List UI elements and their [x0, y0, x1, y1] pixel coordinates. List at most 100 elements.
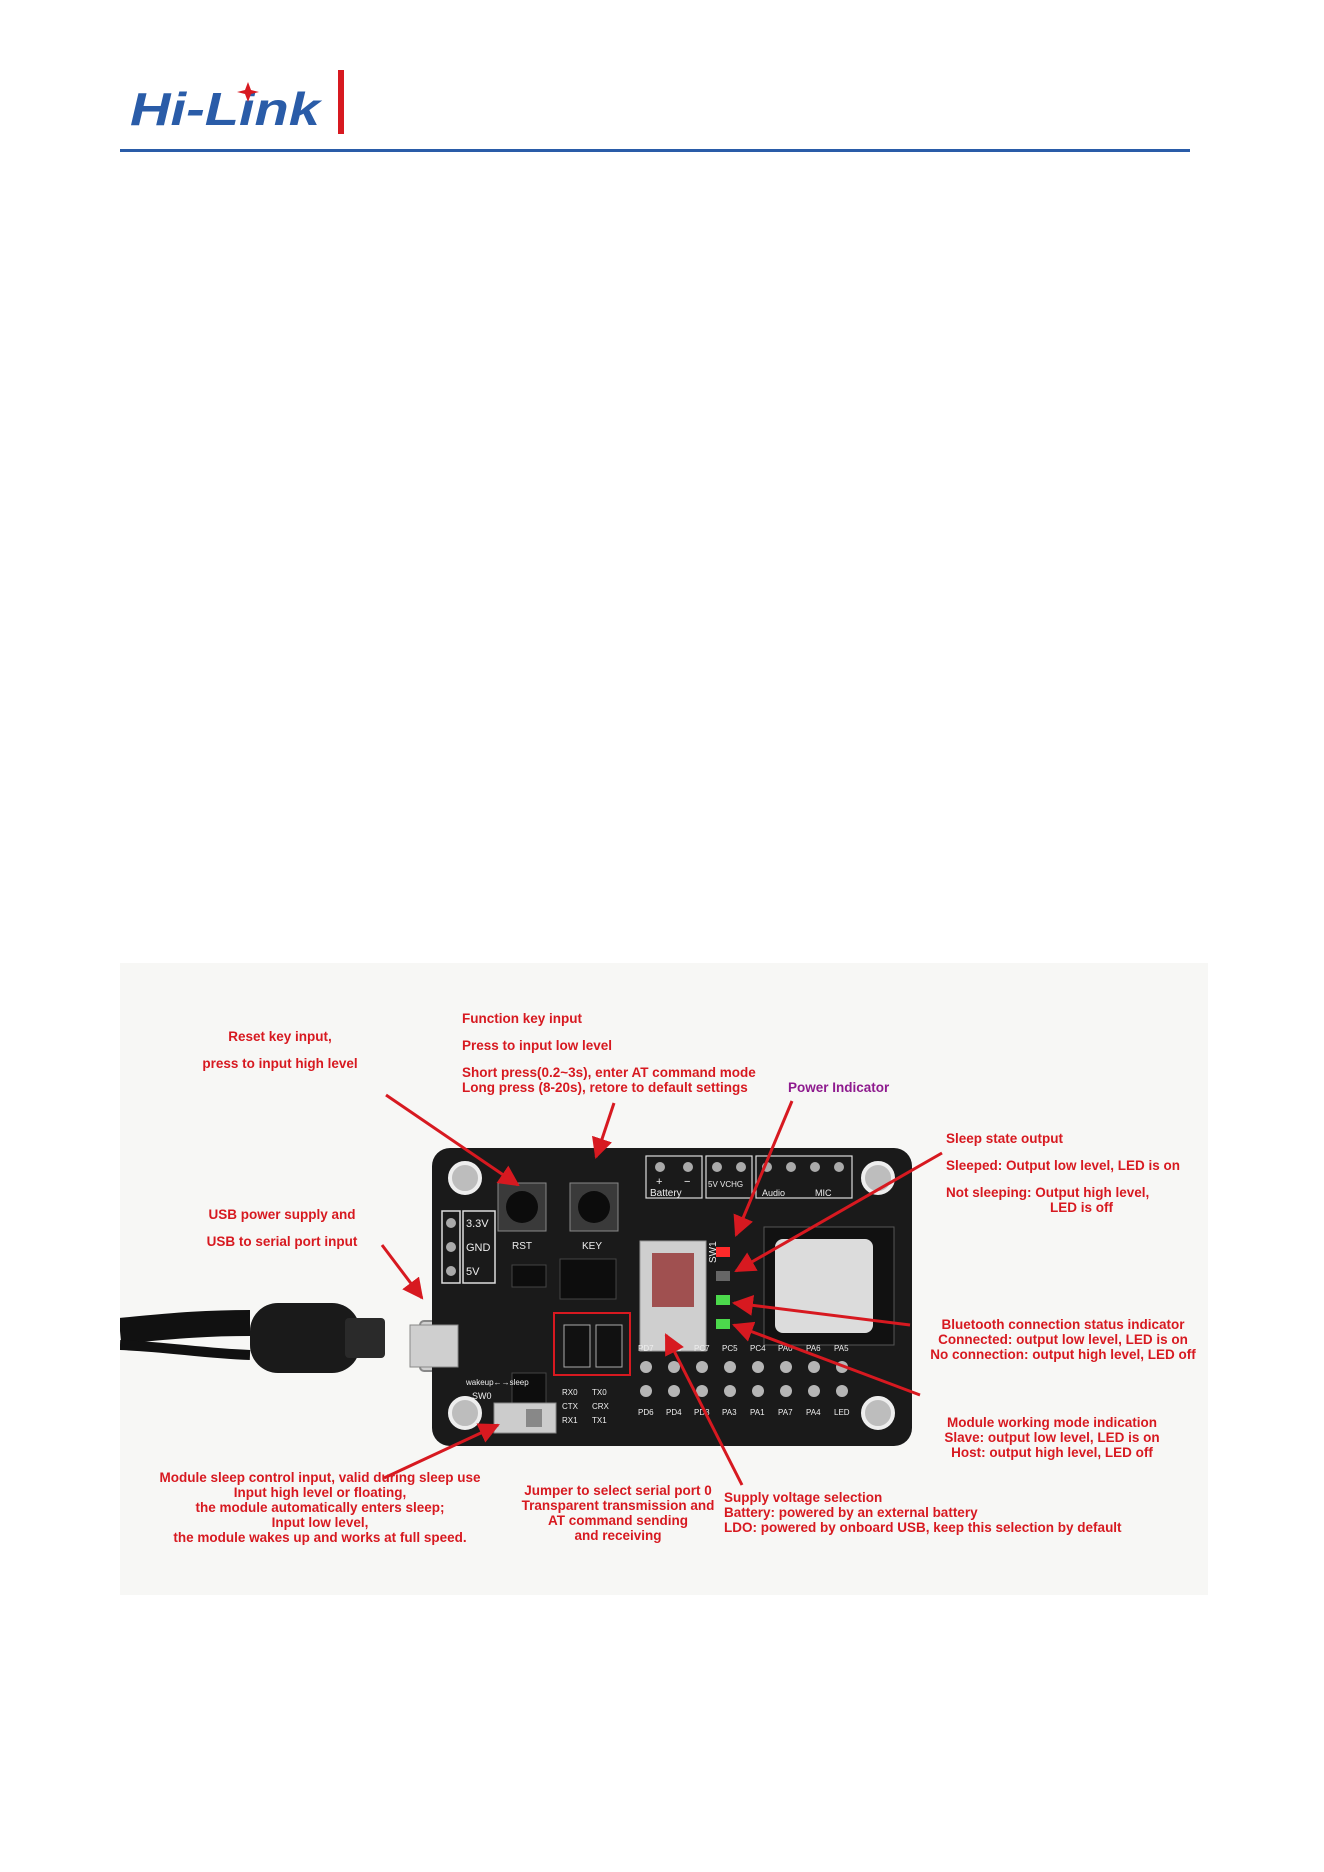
usb-line-1: USB power supply and [208, 1207, 356, 1222]
wakeup-sleep-label: wakeup←→sleep [465, 1378, 529, 1387]
gpio-pin-hole [696, 1385, 708, 1397]
gpio-pin-hole [724, 1361, 736, 1373]
sw1-supply-switch: SW1 [639, 1240, 719, 1352]
func-short: Short press(0.2~3s), enter AT command mo… [462, 1065, 756, 1080]
sw0-label: SW0 [472, 1391, 492, 1401]
gpio-bottom-label: PA4 [806, 1408, 821, 1417]
gpio-bottom-label: PA7 [778, 1408, 793, 1417]
audio-label: Audio [762, 1188, 785, 1198]
gpio-pin-hole [752, 1385, 764, 1397]
mode-title: Module working mode indication [946, 1415, 1157, 1430]
gpio-pin-hole [696, 1361, 708, 1373]
uart-crx: CRX [592, 1402, 610, 1411]
sleep-ctrl-2: Input high level or floating, [233, 1485, 407, 1500]
battery-label: Battery [650, 1188, 682, 1199]
gpio-pin-hole [668, 1385, 680, 1397]
mode-annotation: Module working mode indication Slave: ou… [930, 1415, 1174, 1460]
usb-line-2: USB to serial port input [206, 1234, 358, 1249]
battery-minus-label: − [684, 1176, 690, 1188]
uart-rx1: RX1 [562, 1416, 578, 1425]
gpio-top-label: PA5 [834, 1344, 849, 1353]
bt-connected: Connected: output low level, LED is on [938, 1332, 1188, 1347]
sleep-ctrl-3: the module automatically enters sleep; [195, 1500, 445, 1515]
logo-text: Hi-Link [130, 83, 323, 135]
power-indicator-annotation: Power Indicator [788, 1080, 890, 1095]
sleep-ctrl-5: the module wakes up and works at full sp… [173, 1530, 467, 1545]
func-long: Long press (8-20s), retore to default se… [462, 1080, 748, 1095]
sw1-label: SW1 [708, 1241, 719, 1263]
sleep-ctrl-4: Input low level, [271, 1515, 369, 1530]
gpio-pin-hole [752, 1361, 764, 1373]
gpio-bottom-label: PA3 [722, 1408, 737, 1417]
supply-annotation: Supply voltage selection Battery: powere… [724, 1490, 1122, 1535]
header-divider [120, 149, 1190, 152]
gpio-pin-hole [780, 1385, 792, 1397]
jumper-4: and receiving [574, 1528, 662, 1543]
gpio-bottom-label: LED [834, 1408, 850, 1417]
pin-label-3v3: 3.3V [466, 1218, 489, 1230]
reset-desc: press to input high level [202, 1056, 358, 1071]
ble-module [763, 1226, 895, 1346]
function-key-annotation: Function key input Press to input low le… [462, 1011, 756, 1095]
pcb-board: 3.3V GND 5V RST KEY + − Battery 5V VCHG [409, 1148, 912, 1446]
mode-led-icon [716, 1319, 730, 1329]
key-label: KEY [582, 1241, 602, 1252]
gpio-header [640, 1361, 848, 1397]
uart-tx1: TX1 [592, 1416, 607, 1425]
board-illustration: 3.3V GND 5V RST KEY + − Battery 5V VCHG [120, 1093, 943, 1486]
gpio-top-label: PC4 [750, 1344, 766, 1353]
gpio-bottom-label: PD3 [694, 1408, 710, 1417]
sleep-title: Sleep state output [946, 1131, 1064, 1146]
serial-jumper [553, 1312, 631, 1376]
sleep-off-1: Not sleeping: Output high level, [946, 1185, 1150, 1200]
key-button: KEY [569, 1182, 619, 1252]
gpio-bottom-label: PD6 [638, 1408, 654, 1417]
jumper-1: Jumper to select serial port 0 [524, 1483, 712, 1498]
mount-hole-icon [861, 1396, 895, 1430]
sleep-off-2: LED is off [1050, 1200, 1113, 1215]
power-led-icon [716, 1247, 730, 1257]
gpio-bottom-label: PA1 [750, 1408, 765, 1417]
bt-led-icon [716, 1295, 730, 1305]
mode-slave: Slave: output low level, LED is on [944, 1430, 1160, 1445]
func-low: Press to input low level [462, 1038, 613, 1053]
sleep-ctrl-1: Module sleep control input, valid during… [159, 1470, 481, 1485]
vchg-label: 5V VCHG [708, 1180, 743, 1189]
gpio-pin-hole [780, 1361, 792, 1373]
bt-none: No connection: output high level, LED of… [930, 1347, 1196, 1362]
gpio-pin-hole [836, 1385, 848, 1397]
mount-hole-icon [448, 1161, 482, 1195]
supply-battery: Battery: powered by an external battery [724, 1505, 978, 1520]
mount-hole-icon [448, 1396, 482, 1430]
jumper-2: Transparent transmission and [521, 1498, 715, 1513]
uart-ctx: CTX [562, 1402, 579, 1411]
bt-title: Bluetooth connection status indicator [941, 1317, 1185, 1332]
bt-status-annotation: Bluetooth connection status indicator Co… [920, 1317, 1206, 1362]
gpio-pin-hole [724, 1385, 736, 1397]
gpio-top-label: PC5 [722, 1344, 738, 1353]
pin-label-5v: 5V [466, 1266, 480, 1278]
battery-plus-label: + [656, 1176, 662, 1188]
annotation-arrows [380, 1093, 943, 1486]
gpio-top-label: PD7 [638, 1344, 654, 1353]
gpio-pin-hole [640, 1385, 652, 1397]
supply-ldo: LDO: powered by onboard USB, keep this s… [724, 1520, 1122, 1535]
gpio-pin-hole [640, 1361, 652, 1373]
board-figure: 3.3V GND 5V RST KEY + − Battery 5V VCHG [120, 963, 1208, 1595]
jumper-3: AT command sending [547, 1513, 688, 1528]
micro-usb-port [409, 1324, 459, 1368]
rst-label: RST [512, 1241, 532, 1252]
pin-label-gnd: GND [466, 1242, 491, 1254]
gpio-top-label: PA6 [806, 1344, 821, 1353]
uart-tx0: TX0 [592, 1388, 607, 1397]
gpio-pin-hole [808, 1361, 820, 1373]
reset-annotation: Reset key input, press to input high lev… [180, 1029, 380, 1071]
usb-annotation: USB power supply and USB to serial port … [182, 1207, 382, 1249]
sw0-sleep-switch [493, 1402, 557, 1434]
hi-link-logo: Hi-Link [130, 70, 344, 135]
logo-star-icon [237, 82, 259, 102]
usb-cable [120, 1303, 481, 1373]
mode-host: Host: output high level, LED off [951, 1445, 1153, 1460]
gpio-top-label: PA0 [778, 1344, 793, 1353]
sleep-led-icon [716, 1271, 730, 1281]
